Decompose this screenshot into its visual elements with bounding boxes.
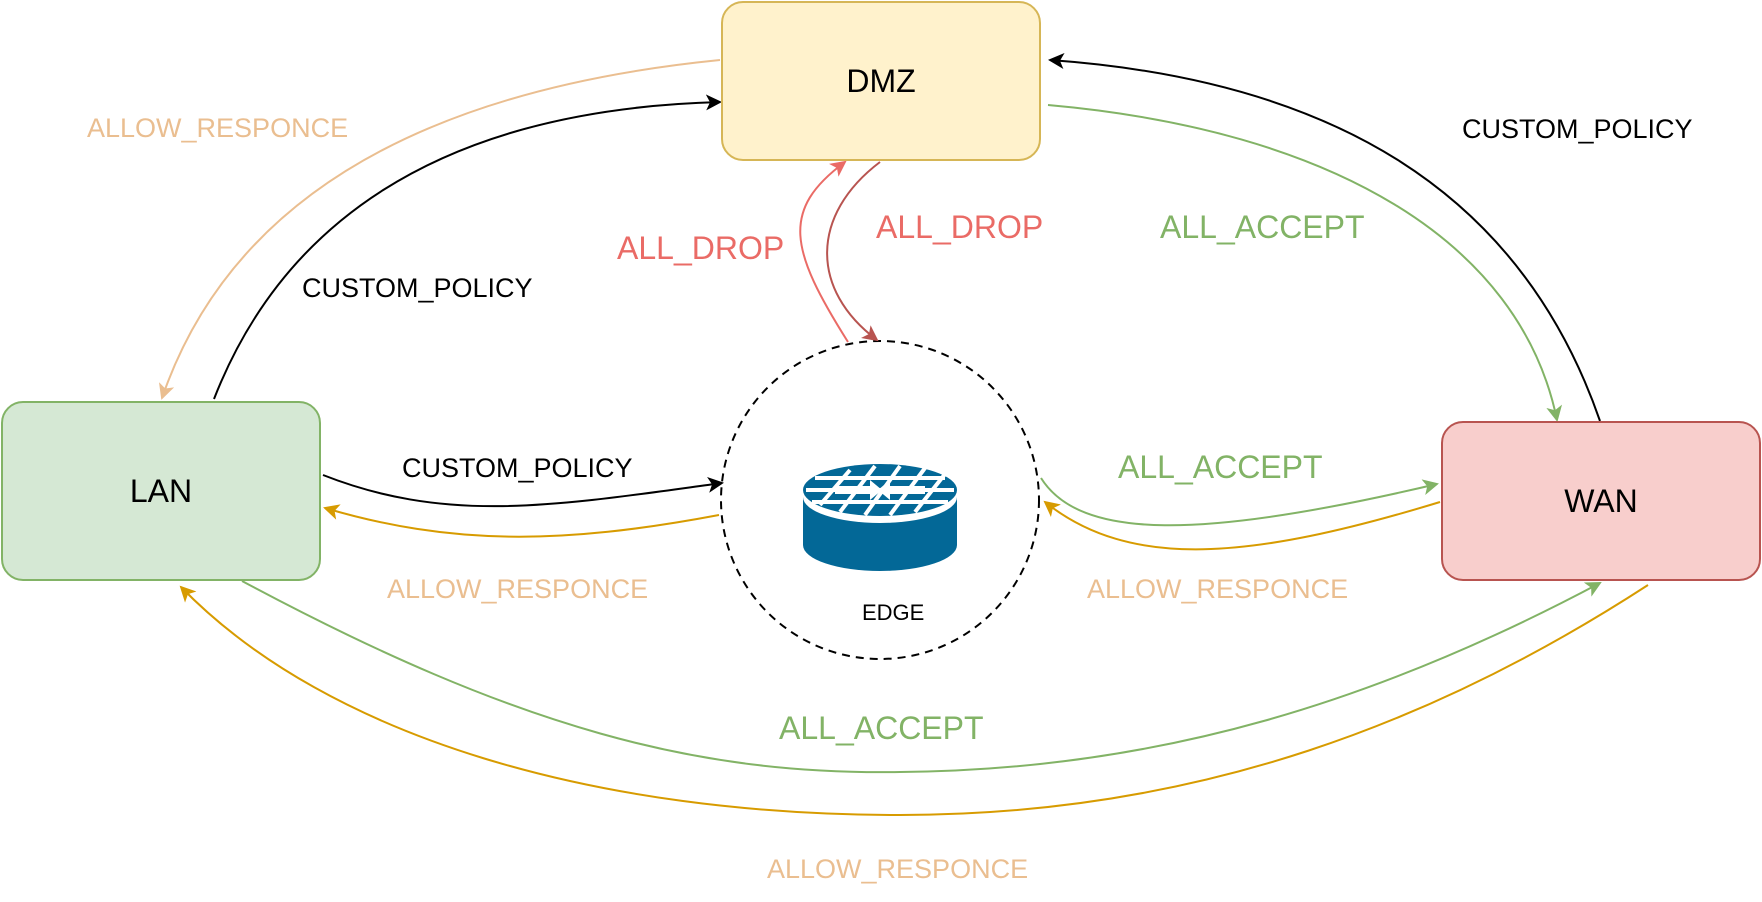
label-lan-to-wan: ALL_ACCEPT xyxy=(779,710,984,746)
edge-zone-circle xyxy=(720,340,1040,660)
label-wan-to-lan: ALLOW_RESPONCE xyxy=(767,854,1029,884)
label-lan-to-edge: CUSTOM_POLICY xyxy=(402,453,633,483)
node-lan-label: LAN xyxy=(129,472,193,509)
edge-wan-to-edge[interactable] xyxy=(1043,500,1441,551)
router-firewall-icon xyxy=(803,464,957,571)
node-dmz[interactable]: DMZ xyxy=(721,1,1041,161)
node-lan[interactable]: LAN xyxy=(1,401,321,581)
node-dmz-label: DMZ xyxy=(846,62,916,99)
edge-edge-to-dmz[interactable] xyxy=(799,160,849,343)
edge-lan-to-dmz[interactable] xyxy=(213,94,722,400)
edge-lan-to-wan[interactable] xyxy=(241,580,1602,774)
label-dmz-to-wan: ALL_ACCEPT xyxy=(1160,209,1365,245)
edge-dmz-to-wan[interactable] xyxy=(1047,104,1563,422)
node-edge-label: EDGE xyxy=(862,600,925,625)
edge-wan-to-dmz[interactable] xyxy=(1048,53,1601,422)
node-wan-label: WAN xyxy=(1564,482,1638,519)
label-wan-to-dmz: CUSTOM_POLICY xyxy=(1462,114,1693,144)
edge-dmz-to-lan[interactable] xyxy=(158,59,721,400)
edge-wan-to-lan[interactable] xyxy=(179,584,1649,817)
label-edge-to-dmz: ALL_DROP xyxy=(617,230,785,266)
node-wan[interactable]: WAN xyxy=(1441,421,1761,581)
label-dmz-to-edge: ALL_DROP xyxy=(876,209,1044,245)
label-wan-to-edge: ALLOW_RESPONCE xyxy=(1087,574,1349,604)
edge-lan-to-edge[interactable] xyxy=(322,474,724,508)
label-dmz-to-lan: ALLOW_RESPONCE xyxy=(87,113,349,143)
label-edge-to-wan: ALL_ACCEPT xyxy=(1118,449,1323,485)
edge-edge-to-wan[interactable] xyxy=(1040,477,1439,527)
label-lan-to-dmz: CUSTOM_POLICY xyxy=(302,273,533,303)
edge-dmz-to-edge[interactable] xyxy=(826,161,881,342)
edge-edge-to-lan[interactable] xyxy=(323,504,720,538)
label-edge-to-lan: ALLOW_RESPONCE xyxy=(387,574,649,604)
